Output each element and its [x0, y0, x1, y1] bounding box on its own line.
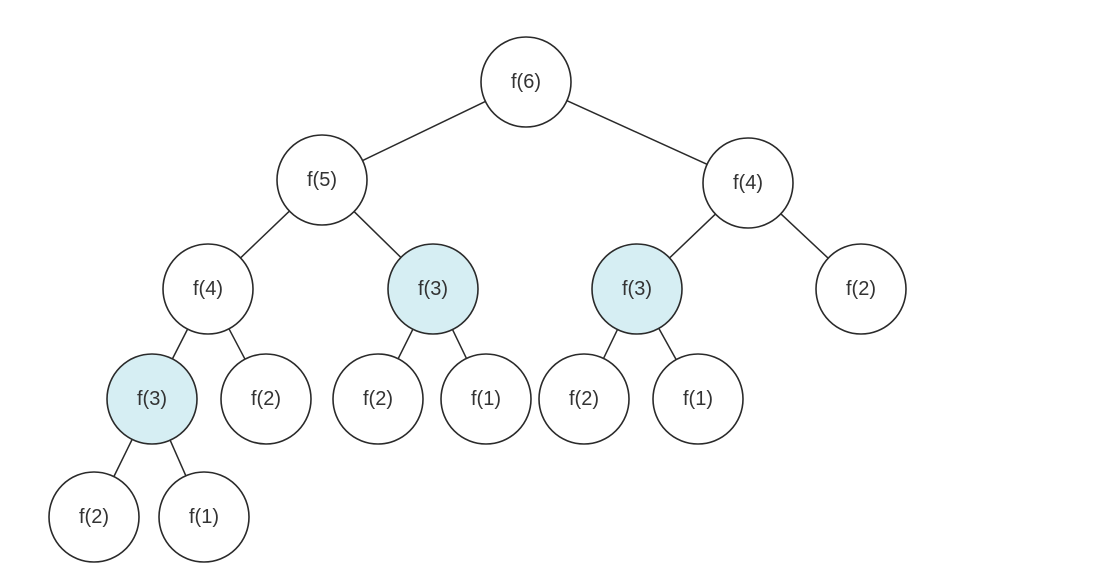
node-label: f(2): [846, 278, 876, 300]
tree-edge-n4-n10: [451, 329, 468, 359]
node-circle: [702, 137, 794, 229]
tree-node-n7: f(3): [106, 353, 198, 445]
node-circle: [538, 353, 630, 445]
tree-edge-n1-n3: [240, 210, 290, 259]
node-label: f(2): [569, 388, 599, 410]
tree-node-n14: f(1): [158, 471, 250, 563]
tree-node-n12: f(1): [652, 353, 744, 445]
node-circle: [480, 36, 572, 128]
tree-node-n3: f(4): [162, 243, 254, 335]
tree-edge-n1-n4: [353, 210, 402, 259]
node-circle: [815, 243, 907, 335]
node-circle: [332, 353, 424, 445]
tree-edges: [113, 99, 829, 477]
node-label: f(2): [363, 388, 393, 410]
tree-edge-n5-n12: [658, 327, 677, 361]
tree-nodes: f(6) f(5) f(4) f(4) f(3) f(3) f(2) f(3) f(2) f(2)…: [48, 36, 907, 563]
node-circle: [158, 471, 250, 563]
node-label: f(4): [733, 172, 763, 194]
tree-node-n11: f(2): [538, 353, 630, 445]
tree-node-n8: f(2): [220, 353, 312, 445]
node-label: f(2): [79, 506, 109, 528]
node-label: f(5): [307, 169, 337, 191]
highlighted-node-circle: [591, 243, 683, 335]
tree-edge-n2-n5: [669, 213, 716, 259]
tree-node-n5: f(3): [591, 243, 683, 335]
node-label: f(3): [418, 278, 448, 300]
node-circle: [440, 353, 532, 445]
tree-node-n0: f(6): [480, 36, 572, 128]
tree-edge-n7-n14: [169, 439, 187, 477]
node-label: f(1): [683, 388, 713, 410]
tree-node-n1: f(5): [276, 134, 368, 226]
tree-node-n6: f(2): [815, 243, 907, 335]
tree-edge-n0-n1: [362, 100, 486, 162]
tree-node-n13: f(2): [48, 471, 140, 563]
tree-edge-n3-n8: [228, 328, 246, 360]
node-circle: [48, 471, 140, 563]
tree-node-n2: f(4): [702, 137, 794, 229]
tree-edge-n3-n7: [171, 328, 189, 360]
node-label: f(4): [193, 278, 223, 300]
tree-edge-n4-n9: [397, 328, 414, 360]
highlighted-node-circle: [387, 243, 479, 335]
tree-edge-n5-n11: [602, 329, 619, 359]
node-label: f(3): [622, 278, 652, 300]
tree-node-n10: f(1): [440, 353, 532, 445]
node-circle: [276, 134, 368, 226]
node-label: f(2): [251, 388, 281, 410]
node-label: f(1): [471, 388, 501, 410]
node-label: f(1): [189, 506, 219, 528]
node-circle: [162, 243, 254, 335]
tree-edge-n7-n13: [113, 439, 133, 477]
node-label: f(3): [137, 388, 167, 410]
highlighted-node-circle: [106, 353, 198, 445]
node-circle: [652, 353, 744, 445]
node-circle: [220, 353, 312, 445]
tree-node-n9: f(2): [332, 353, 424, 445]
tree-edge-n0-n2: [566, 99, 708, 166]
node-label: f(6): [511, 71, 541, 93]
tree-node-n4: f(3): [387, 243, 479, 335]
tree-edge-n2-n6: [780, 213, 829, 259]
